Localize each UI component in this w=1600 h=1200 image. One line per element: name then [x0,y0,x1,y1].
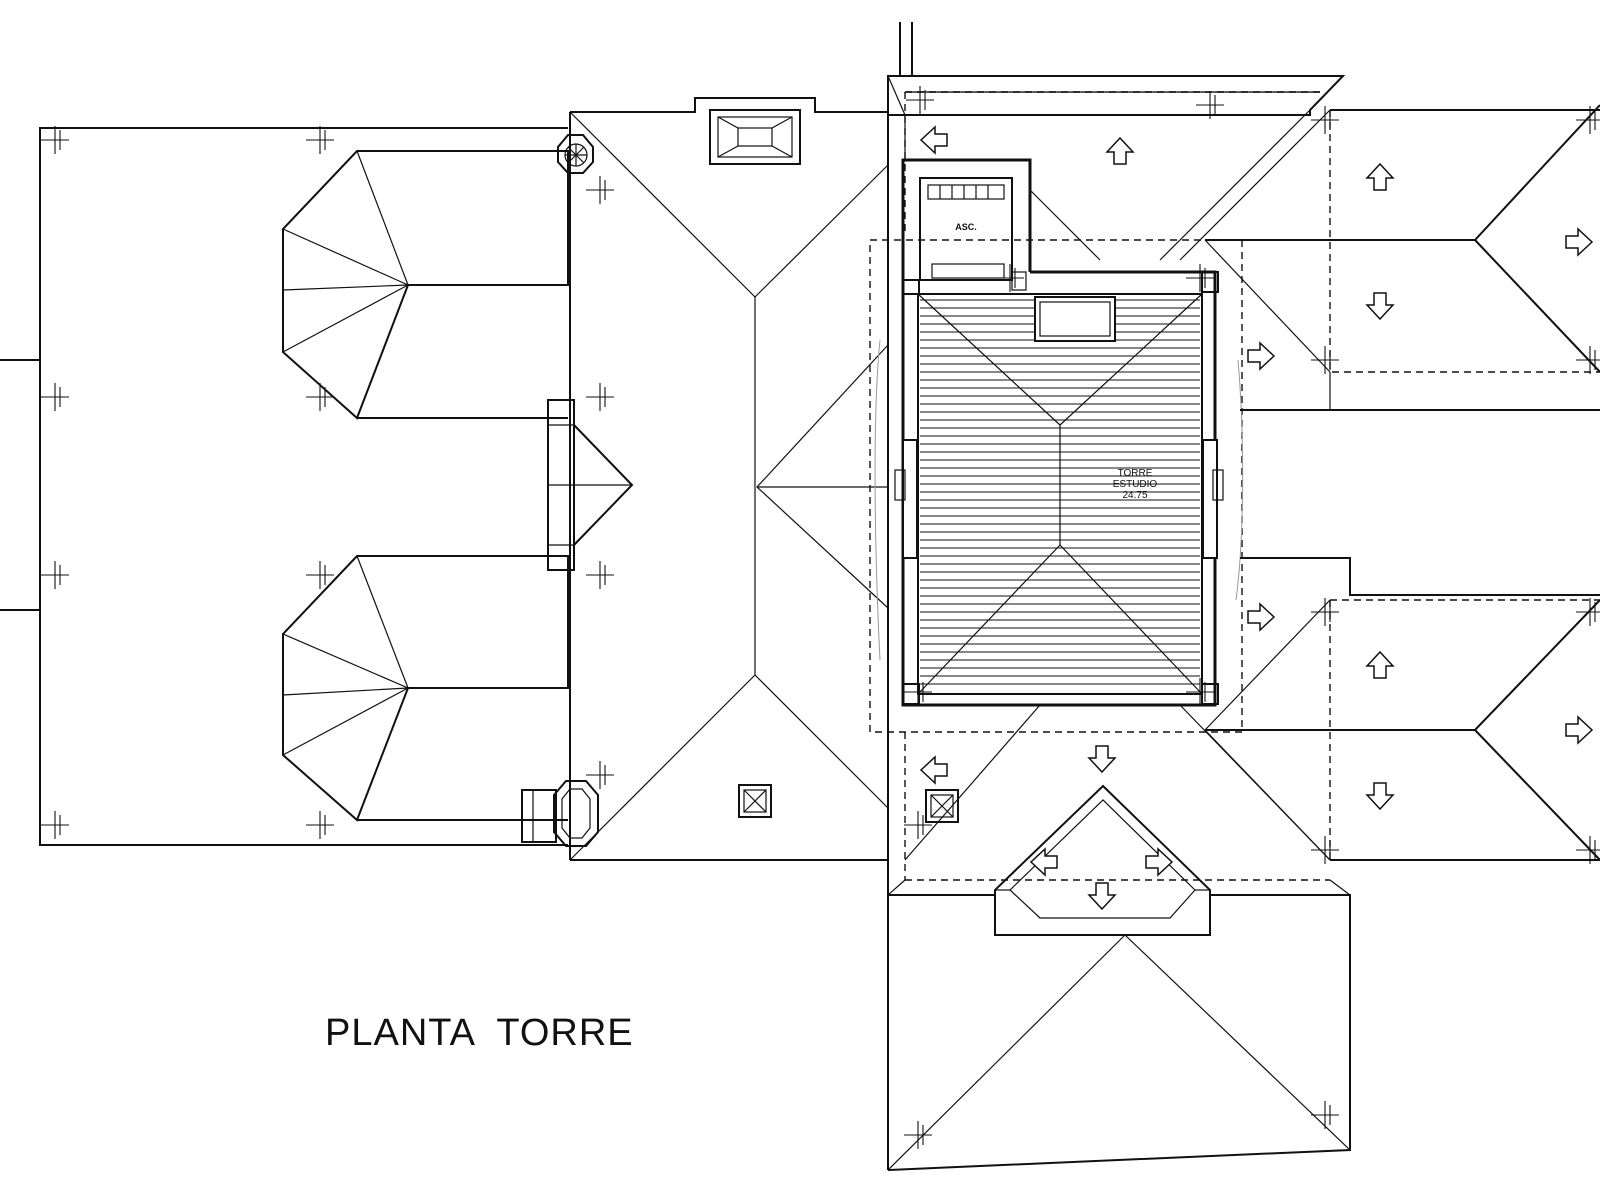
crosshair-marker-icon [306,383,334,411]
crosshair-marker-icon [1311,1101,1339,1129]
crosshair-marker-icon [306,561,334,589]
crosshair-marker-icon [41,383,69,411]
crosshair-marker-icon [1576,346,1600,374]
roof-slope-arrow-icon [919,755,948,785]
room-area: 24.75 [1122,490,1148,501]
right-lower-wing [1204,557,1600,861]
crosshair-marker-icon [41,126,69,154]
roof-slope-arrow-icon [1365,782,1395,811]
roof-slope-arrow-icon [1565,715,1594,745]
roof-slope-arrow-icon [1365,650,1395,679]
central-dormer [547,399,634,571]
front-dormer [994,784,1211,936]
crosshair-marker-icon [586,761,614,789]
crosshair-marker-icon [306,811,334,839]
roof-slope-arrow-icon [1565,227,1594,257]
crosshair-marker-icon [306,126,334,154]
roof-slope-arrow-icon [919,125,948,155]
left-wing [0,127,634,846]
skylight-icon [925,789,959,823]
crosshair-marker-icon [1576,106,1600,134]
crosshair-marker-icon [1576,836,1600,864]
crosshair-marker-icon [1186,264,1214,292]
roof-slope-arrows [919,125,1594,911]
lower-hip-roof [887,879,1351,1171]
roof-slope-arrow-icon [1105,136,1135,165]
tower-room-label: TORRE ESTUDIO 24.75 [1105,468,1165,501]
elevator-shaft [901,158,1032,291]
roof-slope-arrow-icon [1247,341,1276,371]
crosshair-marker-icon [586,383,614,411]
elevator-name: ASC. [955,222,977,232]
crosshair-marker-icon [586,176,614,204]
crosshair-marker-icon [906,86,934,114]
crosshair-marker-icon [996,264,1024,292]
octagonal-turret-icon [521,780,599,847]
crosshair-marker-icon [41,561,69,589]
crosshair-marker-icon [1311,346,1339,374]
upper-pavilion-roof [282,150,569,420]
crosshair-marker-icon [1576,598,1600,626]
right-upper-wing [1204,104,1600,411]
roof-slope-arrow-icon [1087,745,1117,774]
crosshair-marker-icon [1311,106,1339,134]
main-hip-roof [569,97,889,861]
tower-study-room [894,270,1224,707]
elevator-label: ASC. [950,222,982,233]
crosshair-markers [41,86,1600,1149]
crosshair-marker-icon [1196,91,1224,119]
skylight-icon [738,784,772,818]
chimney-vent-icon [709,109,801,165]
plan-title: PLANTA TORRE [325,1012,634,1054]
roof-slope-arrow-icon [1365,292,1395,321]
room-name: TORRE [1117,468,1153,479]
lower-pavilion-roof [282,555,569,822]
crosshair-marker-icon [1186,678,1214,706]
roof-slope-arrow-icon [1365,162,1395,191]
roof-slope-arrow-icon [1145,847,1174,877]
crosshair-marker-icon [904,1121,932,1149]
roof-slope-arrow-icon [1029,847,1058,877]
crosshair-marker-icon [41,811,69,839]
crosshair-marker-icon [1311,598,1339,626]
roof-slope-arrow-icon [1087,882,1117,911]
room-use: ESTUDIO [1112,479,1158,490]
tower-structure [869,75,1351,1171]
crosshair-marker-icon [586,561,614,589]
crosshair-marker-icon [1311,836,1339,864]
octagonal-turret-icon [557,134,594,174]
roof-slope-arrow-icon [1247,602,1276,632]
crosshair-marker-icon [904,811,932,839]
crosshair-marker-icon [904,678,932,706]
